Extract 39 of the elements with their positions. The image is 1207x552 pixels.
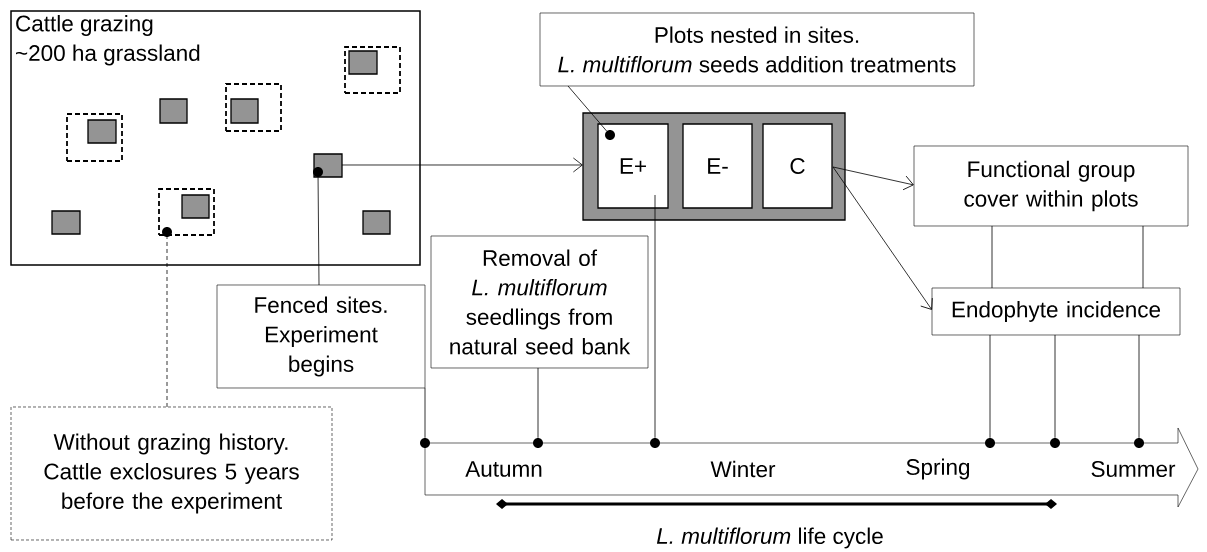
connector <box>424 387 426 439</box>
exclosure-box <box>344 46 401 94</box>
connector <box>317 176 320 286</box>
arrow <box>832 166 914 191</box>
text-box: Fenced sites. Experiment begins <box>216 284 426 389</box>
exclosure-box <box>158 188 215 236</box>
connector <box>1054 334 1056 439</box>
arrow <box>341 157 583 173</box>
season-label: Summer <box>1091 461 1176 477</box>
plot-box: E- <box>682 123 753 209</box>
text-box: Endophyte incidence <box>931 287 1181 336</box>
connector <box>1138 334 1140 439</box>
plot-box: E+ <box>597 123 669 209</box>
exclosure-box <box>225 83 282 132</box>
connector <box>989 334 991 439</box>
grassland-box: Cattle grazing ~200 ha grassland <box>10 10 421 266</box>
site-square <box>159 98 188 124</box>
site-square <box>348 50 378 75</box>
connector <box>567 85 608 132</box>
site-square <box>87 119 117 144</box>
arrow <box>832 166 933 310</box>
season-label: Autumn <box>465 461 542 477</box>
site-square <box>230 98 259 124</box>
connector <box>166 236 168 408</box>
exclosure-box <box>66 113 123 162</box>
season-label: Winter <box>710 460 776 478</box>
connector <box>1142 225 1144 289</box>
text-box: Removal of L. multiflorum seedlings from natural seed bank <box>430 235 649 369</box>
site-square <box>362 210 391 235</box>
text-box: Functional group cover within plots <box>913 145 1189 227</box>
connector <box>991 225 993 289</box>
connector <box>537 367 539 439</box>
text-box: Without grazing history. Cattle exclosures 5 years before the experiment <box>10 406 333 541</box>
site-square <box>51 210 81 235</box>
season-label: Spring <box>906 458 970 480</box>
site-square <box>181 194 210 219</box>
connector <box>654 194 656 439</box>
text-box: Plots nested in sites. L. multiflorum seeds addition treatments <box>539 12 975 87</box>
plot-box: C <box>762 123 833 209</box>
